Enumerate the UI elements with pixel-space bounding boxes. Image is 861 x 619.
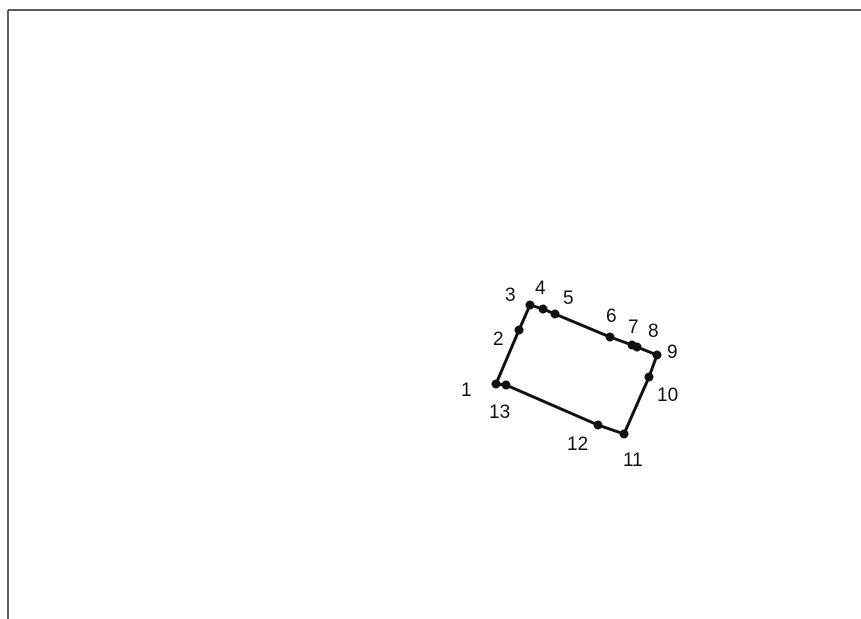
vertex-point-9: [652, 350, 662, 360]
vertex-point-12: [593, 420, 603, 430]
vertex-label-7: 7: [628, 317, 639, 338]
vertex-point-5: [550, 309, 560, 319]
vertex-label-6: 6: [606, 306, 617, 327]
vertex-point-11: [619, 429, 629, 439]
vertex-point-10: [644, 372, 654, 382]
vertex-label-10: 10: [657, 385, 678, 406]
vertex-point-13: [501, 380, 511, 390]
vertex-point-2: [514, 325, 524, 335]
vertex-label-1: 1: [461, 380, 472, 401]
vertex-label-3: 3: [505, 285, 516, 306]
vertex-point-4: [538, 304, 548, 314]
vertex-point-8: [632, 342, 642, 352]
vertex-point-3: [525, 300, 535, 310]
vertex-label-11: 11: [623, 450, 643, 471]
vertex-point-6: [605, 332, 615, 342]
vertex-label-9: 9: [667, 342, 678, 363]
vertex-label-12: 12: [567, 434, 588, 455]
vertex-label-5: 5: [563, 288, 574, 309]
vertex-label-8: 8: [648, 321, 659, 342]
vertex-label-4: 4: [535, 278, 546, 299]
vertex-label-13: 13: [489, 402, 510, 423]
vertex-label-2: 2: [493, 329, 504, 350]
frame-border: [7, 9, 861, 619]
vertex-point-1: [491, 379, 501, 389]
vertex-layer: [491, 300, 662, 439]
